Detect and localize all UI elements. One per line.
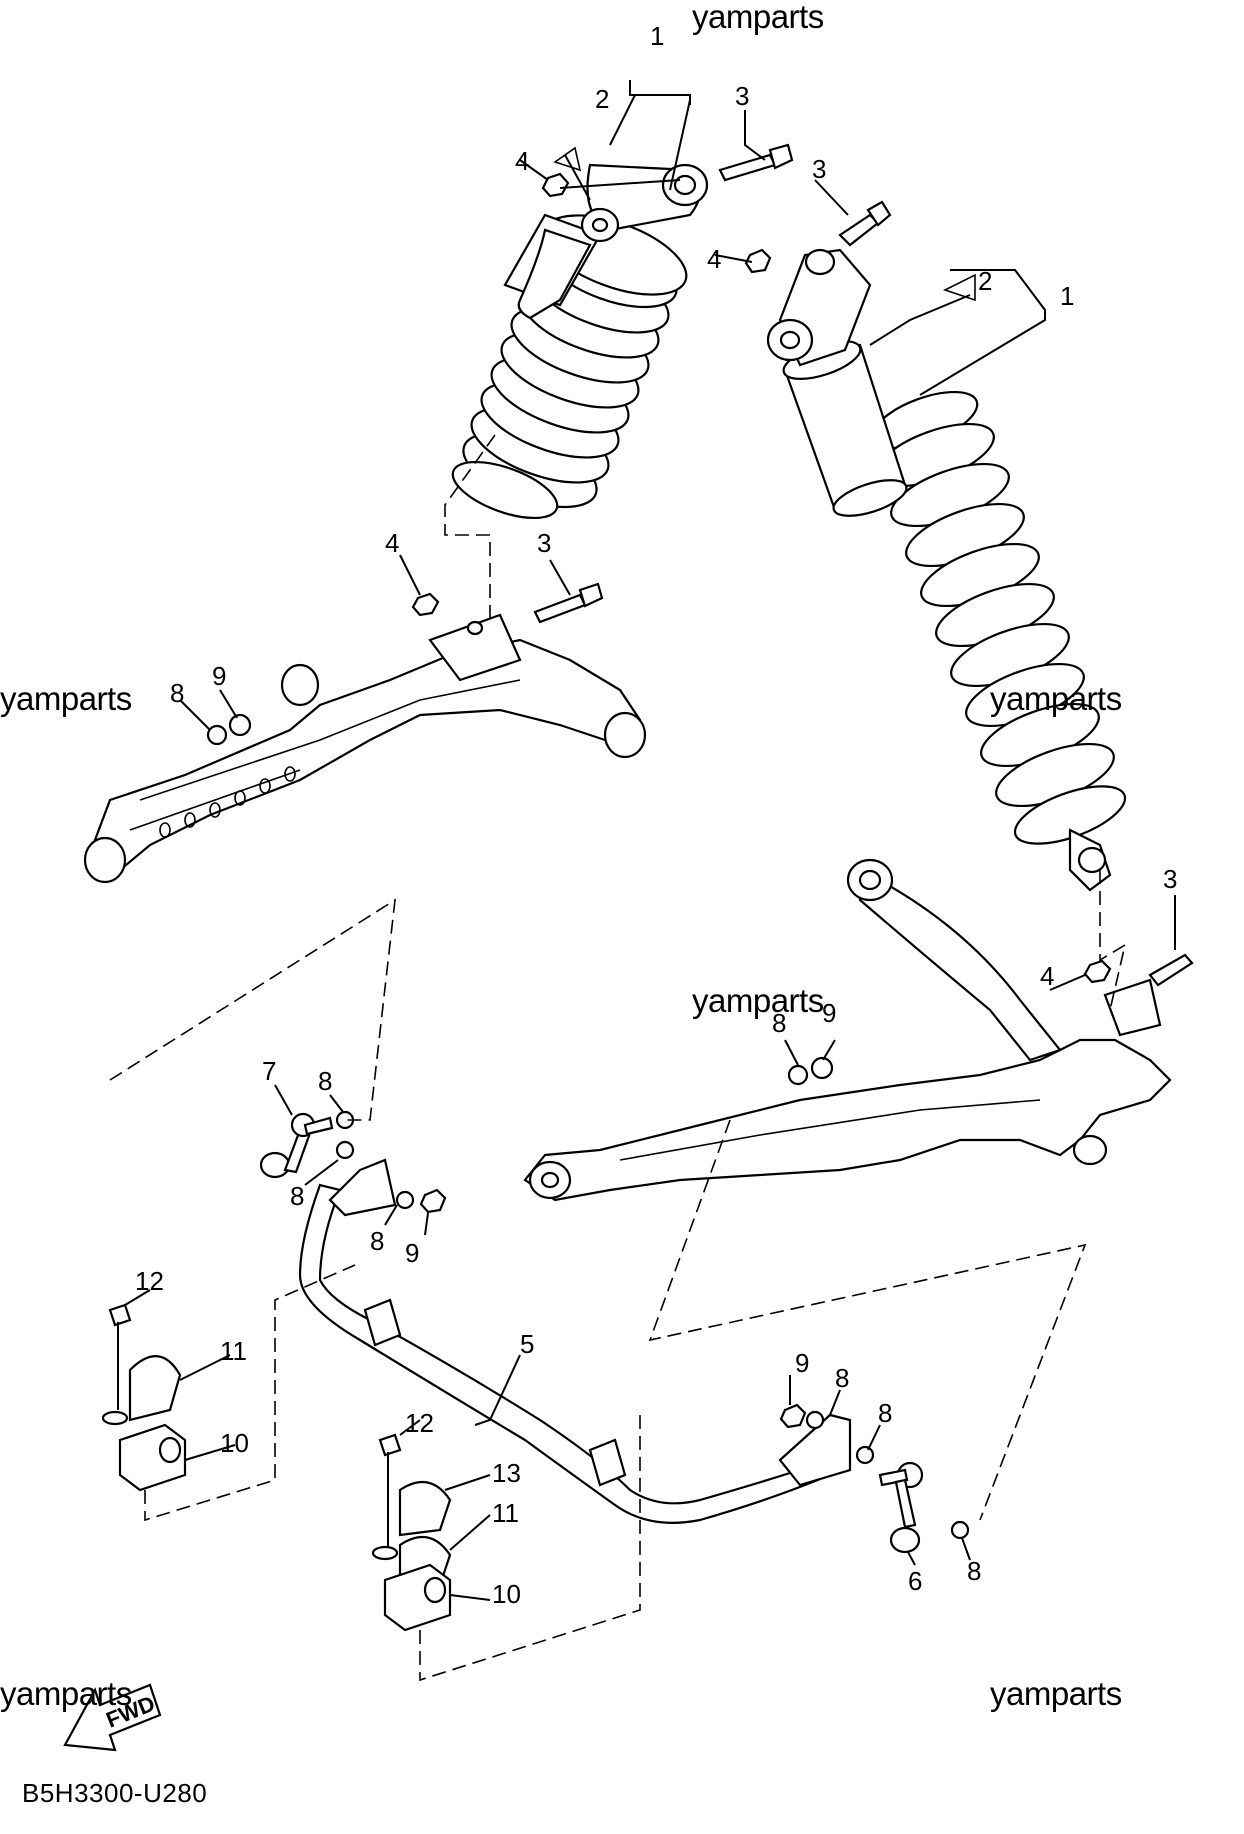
callout-9: 9: [795, 1348, 809, 1378]
callout-8: 8: [290, 1181, 304, 1211]
right-lower-arm: [523, 858, 1194, 1202]
callout-8: 8: [318, 1066, 332, 1096]
drawing-code: B5H3300-U280: [22, 1778, 208, 1808]
callout-11: 11: [220, 1336, 247, 1366]
callout-1: 1: [650, 21, 664, 51]
callout-3: 3: [735, 81, 749, 111]
callout-2: 2: [595, 84, 609, 114]
callout-9: 9: [212, 661, 226, 691]
leader-lines: [124, 80, 1176, 1601]
link-rod-7: [259, 1110, 447, 1214]
callout-8: 8: [967, 1556, 981, 1586]
callout-3: 3: [812, 154, 826, 184]
callout-10: 10: [492, 1579, 521, 1609]
reference-numbers: 1 2 3 4 3 4 2 1 4 3 8 9 4 3 8 9 7 8 8 8 …: [135, 21, 1177, 1609]
callout-11: 11: [492, 1498, 519, 1528]
callout-1: 1: [1060, 281, 1074, 311]
left-lower-arm: [83, 582, 647, 884]
callout-5: 5: [520, 1329, 534, 1359]
callout-2: 2: [978, 266, 992, 296]
watermark: yamparts: [0, 680, 132, 717]
callout-6: 6: [908, 1566, 922, 1596]
callout-3: 3: [1163, 864, 1177, 894]
callout-8: 8: [772, 1008, 786, 1038]
watermark: yamparts: [990, 1675, 1122, 1712]
callout-8: 8: [370, 1226, 384, 1256]
watermark: yamparts: [0, 1675, 132, 1712]
right-shock-absorber: [744, 200, 1127, 892]
callout-8: 8: [835, 1363, 849, 1393]
callout-4: 4: [1040, 961, 1054, 991]
callout-4: 4: [515, 146, 529, 176]
callout-10: 10: [220, 1428, 249, 1458]
callout-3: 3: [537, 528, 551, 558]
stabilizer-bar: [298, 1158, 852, 1524]
link-rod-6: [779, 1403, 970, 1554]
callout-4: 4: [707, 244, 721, 274]
callout-12: 12: [405, 1408, 434, 1438]
callout-13: 13: [492, 1458, 521, 1488]
watermark: yamparts: [692, 0, 824, 35]
callout-12: 12: [135, 1266, 164, 1296]
callout-8: 8: [170, 678, 184, 708]
callout-7: 7: [262, 1056, 276, 1086]
callout-4: 4: [385, 528, 399, 558]
callout-9: 9: [405, 1238, 419, 1268]
center-clamp-set: [371, 1433, 452, 1632]
left-clamp-set: [101, 1303, 187, 1492]
watermark: yamparts: [692, 982, 824, 1019]
callout-9: 9: [822, 998, 836, 1028]
left-shock-absorber: [451, 143, 794, 520]
assembly-lines: [109, 434, 1127, 1682]
callout-8: 8: [878, 1398, 892, 1428]
watermark: yamparts: [990, 680, 1122, 717]
